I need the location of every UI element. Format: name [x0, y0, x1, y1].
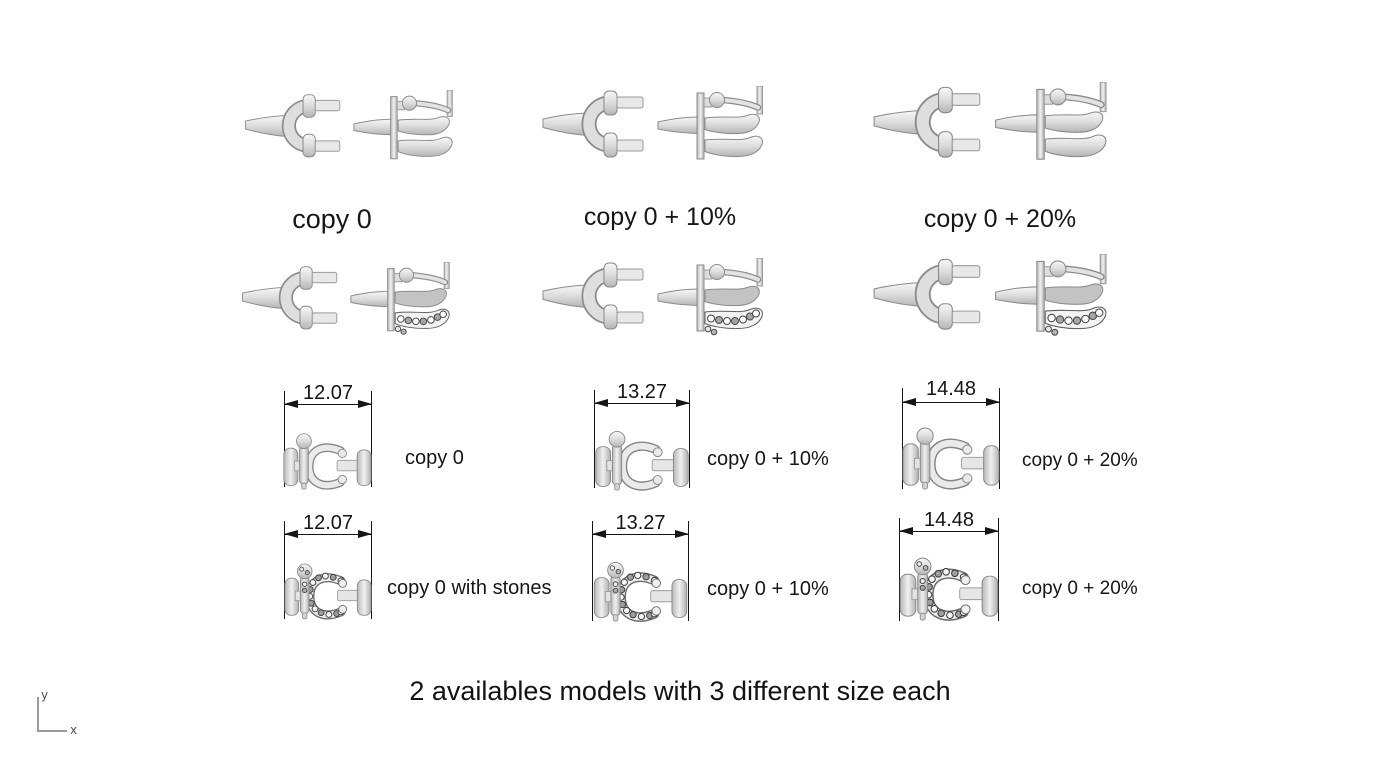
extension-line-left	[594, 390, 595, 488]
clasp-top-stones-render	[284, 551, 372, 621]
dimension-arrow-right	[676, 399, 690, 408]
dimension-arrow-left	[902, 398, 916, 407]
clasp-top-render	[902, 414, 1000, 491]
dimension-line	[592, 530, 689, 539]
dimensioned-model: 12.07	[284, 380, 372, 495]
dimension-line	[284, 530, 372, 539]
axis-y-label: y	[41, 688, 49, 702]
dimension-arrow-right	[358, 530, 372, 539]
dimension-value: 14.48	[925, 378, 977, 400]
extension-line-left	[284, 391, 285, 487]
clasp-side-stones-render	[541, 258, 771, 344]
clasp-side-render	[243, 90, 461, 171]
model-label: copy 0 + 20%	[923, 205, 1077, 233]
dimension-arrow-left	[594, 399, 608, 408]
extension-line-left	[902, 388, 903, 489]
dimension-arrow-left	[284, 530, 298, 539]
dimension-line	[899, 527, 999, 536]
extension-line-right	[689, 390, 690, 488]
dimension-value: 14.48	[923, 509, 975, 531]
extension-line-left	[899, 518, 900, 621]
dimension-arrow-left	[284, 400, 298, 409]
clasp-top-render	[283, 421, 372, 491]
extension-line-right	[999, 388, 1000, 489]
caption: 2 availables models with 3 different siz…	[409, 676, 951, 706]
dimension-value: 12.07	[302, 382, 354, 404]
clasp-side-stones-render	[240, 262, 458, 343]
dimension-value: 12.07	[302, 512, 354, 534]
dimension-value: 13.27	[616, 381, 668, 403]
dimension-line	[902, 398, 1000, 407]
model-label: copy 0 + 10%	[583, 203, 737, 231]
extension-line-right	[371, 391, 372, 487]
dimensioned-model: 13.27	[592, 510, 689, 628]
dimension-line	[284, 400, 372, 409]
dimension-arrow-right	[675, 530, 689, 539]
dimensioned-model: 13.27	[594, 378, 690, 496]
clasp-side-stones-render	[872, 254, 1115, 345]
clasp-side-render	[541, 86, 771, 172]
dimensioned-model: 14.48	[902, 375, 1000, 495]
extension-line-right	[998, 518, 999, 621]
model-label: copy 0 with stones	[387, 577, 552, 599]
clasp-top-stones-render	[592, 549, 689, 623]
dimension-arrow-left	[899, 527, 913, 536]
dimensioned-model: 12.07	[284, 510, 372, 625]
model-label: copy 0	[292, 204, 372, 234]
model-label: copy 0 + 10%	[707, 578, 829, 600]
clasp-side-render	[872, 82, 1115, 173]
extension-line-left	[592, 521, 593, 621]
extension-line-left	[284, 521, 285, 619]
dimension-arrow-right	[358, 400, 372, 409]
axis-x-line	[37, 730, 67, 732]
dimensioned-model: 14.48	[899, 507, 999, 627]
dimension-arrow-right	[985, 527, 999, 536]
dimension-line	[594, 399, 690, 408]
model-label: copy 0	[405, 447, 464, 469]
extension-line-right	[688, 521, 689, 621]
model-label: copy 0 + 20%	[1022, 450, 1138, 471]
dimension-arrow-right	[986, 398, 1000, 407]
axis-x-label: x	[70, 723, 78, 737]
dimension-value: 13.27	[615, 512, 666, 534]
clasp-top-render	[594, 418, 690, 492]
axis-y-line	[37, 697, 39, 732]
dimension-arrow-left	[592, 530, 606, 539]
clasp-top-stones-render	[899, 544, 999, 622]
extension-line-right	[371, 521, 372, 619]
model-label: copy 0 + 10%	[707, 448, 829, 470]
model-label: copy 0 + 20%	[1022, 578, 1138, 599]
